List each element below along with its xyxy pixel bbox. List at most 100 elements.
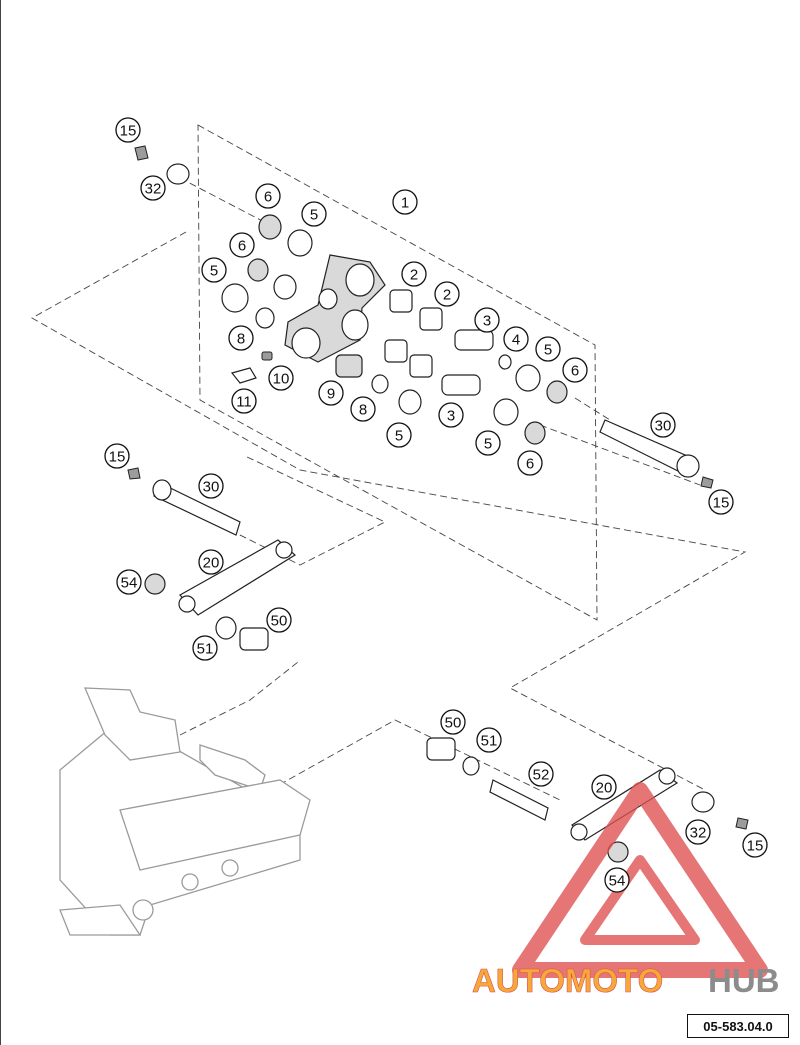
dust-cap-5e	[398, 389, 422, 415]
needle-bearing-9	[335, 354, 363, 378]
callout-circle	[386, 422, 412, 448]
part-callout-51: 51	[192, 635, 218, 661]
frame-mount-bracket	[83, 687, 181, 761]
callout-circle	[438, 402, 464, 428]
part-callout-50: 50	[440, 709, 466, 735]
pull-rod-20-right-eye-b	[658, 767, 676, 785]
nut-32b	[691, 791, 715, 813]
dust-cap-5a	[287, 229, 313, 257]
callout-label: 4	[512, 332, 520, 349]
callout-circle	[604, 867, 630, 893]
part-callout-15: 15	[742, 832, 768, 858]
nut-cap-15c	[700, 476, 714, 489]
part-callout-5: 5	[386, 422, 412, 448]
callout-label: 32	[690, 825, 707, 842]
pullrod-route-outline	[229, 455, 387, 566]
left-border-rule	[0, 0, 1, 1045]
callout-circle	[318, 380, 344, 406]
callout-circle	[476, 727, 502, 753]
callout-label: 1	[401, 195, 409, 212]
callout-label: 10	[273, 371, 290, 388]
part-callout-8: 8	[350, 396, 376, 422]
callout-label: 6	[571, 363, 579, 380]
upper-route-outline	[31, 231, 747, 791]
sleeve-3b	[441, 374, 481, 396]
part-callout-8: 8	[228, 325, 254, 351]
part-callout-5: 5	[301, 201, 327, 227]
callout-circle	[434, 281, 460, 307]
callout-label: 5	[210, 263, 218, 280]
part-callout-20: 20	[591, 774, 617, 800]
watermark-text-automoto: AUTOMOTO	[472, 962, 663, 999]
callout-circle	[268, 365, 294, 391]
part-callout-6: 6	[517, 450, 543, 476]
callout-circle	[440, 709, 466, 735]
sleeve-3a	[454, 329, 494, 351]
callout-circle	[685, 819, 711, 845]
bushing-8b	[371, 374, 389, 394]
callout-label: 30	[655, 418, 672, 435]
callout-label: 52	[533, 767, 550, 784]
callout-circle	[201, 257, 227, 283]
callout-label: 6	[526, 456, 534, 473]
watermark-logo	[512, 782, 768, 978]
callout-circle	[528, 761, 554, 787]
callout-label: 20	[596, 780, 613, 797]
seal-ring-51a	[215, 616, 237, 640]
seal-ring-6b	[247, 258, 269, 282]
callout-circle	[401, 261, 427, 287]
callout-circle	[517, 450, 543, 476]
diagram-reference-code: 05-583.04.0	[687, 1014, 789, 1038]
needle-bearing-2d	[409, 354, 433, 378]
axis-line-2	[539, 424, 701, 486]
part-callout-4: 4	[503, 326, 529, 352]
part-callout-3: 3	[438, 402, 464, 428]
part-callout-1: 1	[392, 189, 418, 215]
part-callout-2: 2	[401, 261, 427, 287]
frame-hole-1	[181, 873, 199, 891]
callout-label: 2	[443, 287, 451, 304]
part-callout-6: 6	[255, 183, 281, 209]
watermark-text-hub: HUB	[708, 962, 780, 999]
callout-circle	[229, 232, 255, 258]
part-callout-50: 50	[266, 607, 292, 633]
callout-circle	[255, 183, 281, 209]
callout-circle	[474, 307, 500, 333]
callout-label: 15	[120, 123, 137, 140]
callout-circle	[392, 189, 418, 215]
dust-cap-5d	[515, 364, 541, 392]
callout-label: 15	[109, 449, 126, 466]
dust-cap-5f	[493, 398, 519, 426]
needle-bearing-2b	[419, 307, 443, 331]
callout-circle	[301, 201, 327, 227]
bolt-52	[489, 779, 549, 821]
callout-circle	[104, 443, 130, 469]
callout-label: 54	[609, 873, 626, 890]
part-callout-52: 52	[528, 761, 554, 787]
callout-label: 15	[713, 495, 730, 512]
frame-section	[59, 687, 311, 936]
axis-line-3	[574, 397, 611, 421]
part-callout-30: 30	[650, 412, 676, 438]
watermark-wordmark: AUTOMOTO HUB	[472, 962, 780, 1000]
pull-rod-20-left-eye-a	[178, 595, 196, 613]
callout-label: 5	[310, 207, 318, 224]
linkage-bore-middle	[318, 288, 338, 310]
callout-circle	[650, 412, 676, 438]
dust-cap-5c	[221, 283, 249, 313]
part-callout-20: 20	[198, 549, 224, 575]
part-callout-32: 32	[685, 819, 711, 845]
callout-circle	[708, 489, 734, 515]
linkage-lever	[284, 254, 386, 363]
assembly-outlines	[31, 124, 747, 801]
part-callout-3: 3	[474, 307, 500, 333]
spacer-ring-4	[498, 354, 512, 370]
bolt-30-lower-head	[152, 479, 172, 501]
callout-label: 30	[203, 479, 220, 496]
callout-circle	[350, 396, 376, 422]
part-callout-30: 30	[198, 473, 224, 499]
frame-bearings	[215, 616, 480, 776]
callout-label: 9	[327, 386, 335, 403]
seal-ring-6d	[524, 421, 546, 445]
